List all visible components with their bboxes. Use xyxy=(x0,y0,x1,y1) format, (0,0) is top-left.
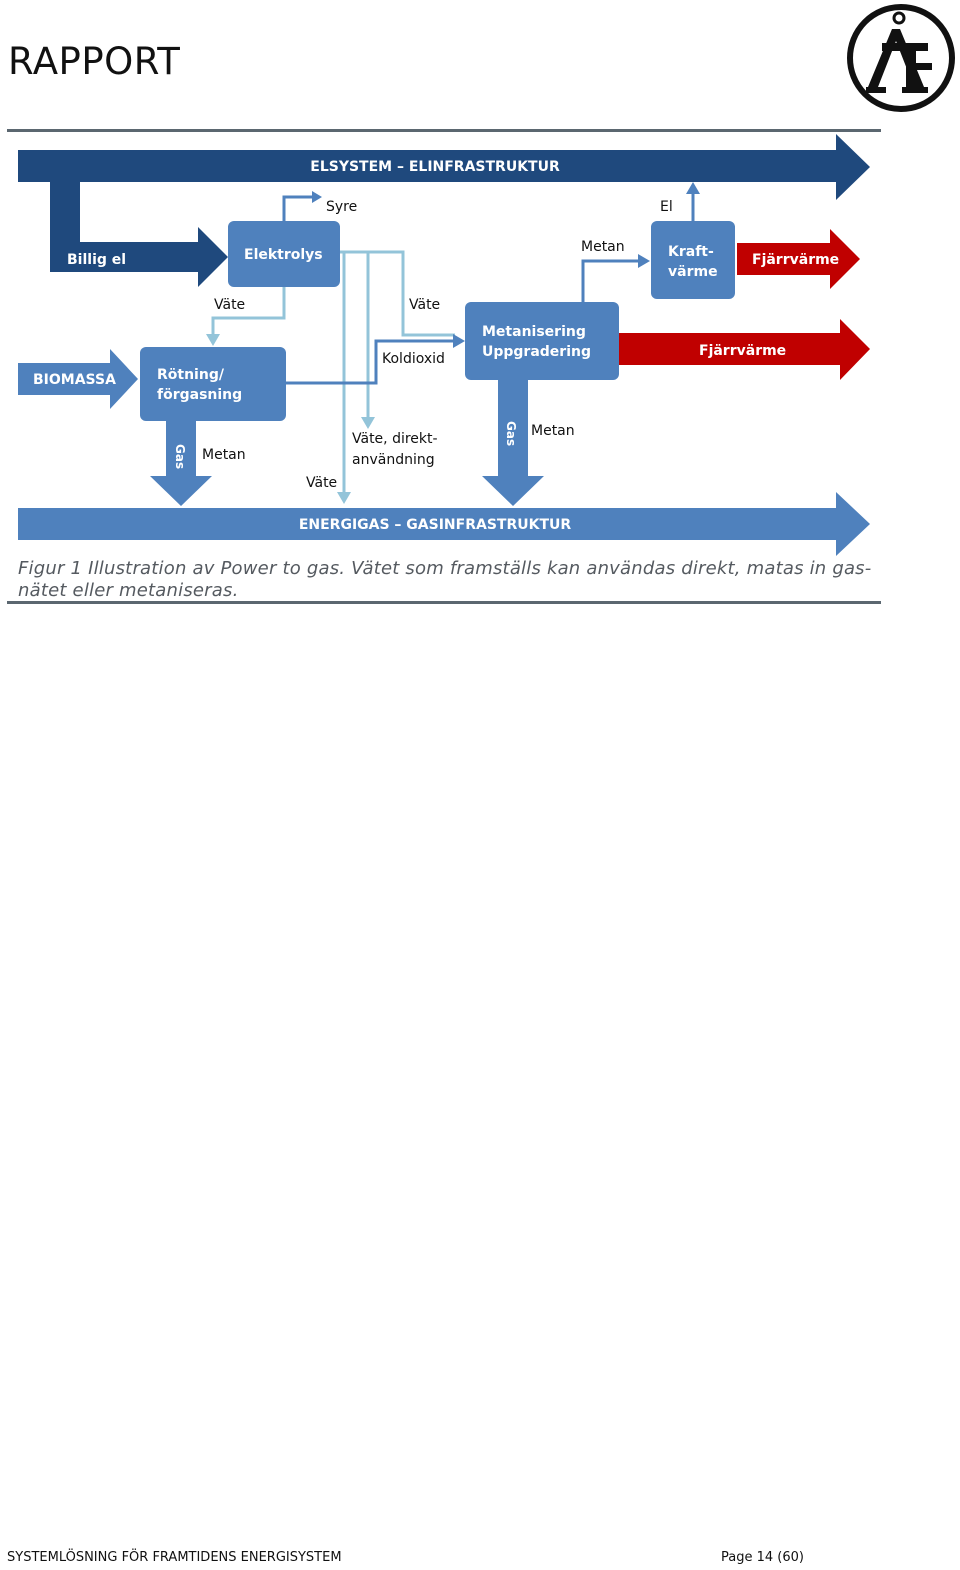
figure-caption-line-1: Figur 1 Illustration av Power to gas. Vä… xyxy=(18,558,872,579)
vate-direkt-label-2: användning xyxy=(352,452,435,468)
rotning-label-2: förgasning xyxy=(157,387,242,403)
afry-logo-icon xyxy=(847,4,955,112)
metanisering-label-1: Metanisering xyxy=(482,324,586,340)
gas-left-label: Gas xyxy=(173,444,187,469)
gas-left-arrow xyxy=(150,421,212,506)
page-title: RAPPORT xyxy=(8,40,181,83)
vate-mid-label: Väte xyxy=(409,297,440,313)
koldioxid-arrowhead xyxy=(453,334,465,348)
caption-rule xyxy=(7,601,881,604)
gas-right-label: Gas xyxy=(504,421,518,446)
fjarrvarme-top-arrow xyxy=(737,229,860,289)
metanisering-box xyxy=(465,302,619,380)
vate-direkt-line xyxy=(340,250,370,420)
billig-el-label: Billig el xyxy=(67,252,126,268)
fjarrvarme-mid-arrow xyxy=(619,319,870,380)
header-rule xyxy=(7,129,881,132)
energigas-arrow xyxy=(18,492,870,556)
metan-top-line xyxy=(581,259,640,302)
kraftvarme-box xyxy=(651,221,735,299)
metan-top-label: Metan xyxy=(581,239,625,255)
biomassa-label: BIOMASSA xyxy=(33,372,116,388)
vate-direkt-arrowhead xyxy=(361,417,375,429)
koldioxid-line xyxy=(286,339,455,385)
syre-line xyxy=(282,195,314,221)
vate-bottom-arrowhead xyxy=(337,492,351,504)
elsystem-label: ELSYSTEM – ELINFRASTRUKTUR xyxy=(310,159,560,175)
el-label: El xyxy=(660,199,673,215)
fjarrvarme-mid-label: Fjärrvärme xyxy=(699,343,786,359)
figure-caption: Figur 1 Illustration av Power to gas. Vä… xyxy=(18,558,878,602)
rotning-label-1: Rötning/ xyxy=(157,367,225,383)
power-to-gas-diagram: ELSYSTEM – ELINFRASTRUKTUR Billig el Ele… xyxy=(18,134,870,556)
energigas-label: ENERGIGAS – GASINFRASTRUKTUR xyxy=(299,517,572,533)
fjarrvarme-top-label: Fjärrvärme xyxy=(752,252,839,268)
footer-page-number: Page 14 (60) xyxy=(721,1550,804,1565)
rotning-box xyxy=(140,347,286,421)
syre-arrowhead xyxy=(312,191,322,203)
metan-left-label: Metan xyxy=(202,447,246,463)
metan-right-label: Metan xyxy=(531,423,575,439)
vate-left-line xyxy=(211,287,286,338)
gas-right-arrow xyxy=(482,380,544,506)
vate-left-label: Väte xyxy=(214,297,245,313)
elsystem-arrow xyxy=(18,134,870,200)
vate-left-arrowhead xyxy=(206,334,220,346)
vate-direkt-label-1: Väte, direkt- xyxy=(352,431,438,447)
billig-el-arrow xyxy=(50,182,228,287)
metan-top-arrowhead xyxy=(638,254,650,268)
biomassa-arrow xyxy=(18,349,138,409)
vate-bottom-label: Väte xyxy=(306,475,337,491)
metanisering-label-2: Uppgradering xyxy=(482,344,591,360)
footer-document-title: SYSTEMLÖSNING FÖR FRAMTIDENS ENERGISYSTE… xyxy=(7,1550,342,1565)
figure-caption-line-2: nätet eller metaniseras. xyxy=(18,580,239,601)
kraftvarme-label-2: värme xyxy=(668,264,718,280)
el-arrowhead xyxy=(686,182,700,194)
kraftvarme-label-1: Kraft- xyxy=(668,244,714,260)
syre-label: Syre xyxy=(326,199,357,215)
elektrolys-label: Elektrolys xyxy=(244,247,323,263)
vate-mid-line xyxy=(340,250,455,337)
elektrolys-box xyxy=(228,221,340,287)
koldioxid-label: Koldioxid xyxy=(382,351,445,367)
